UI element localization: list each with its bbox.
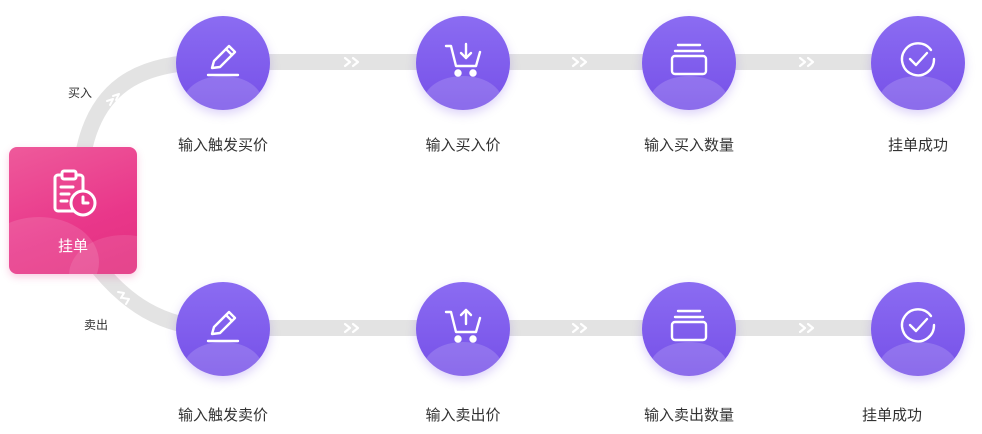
- sell-step-1-node: [176, 282, 270, 376]
- sell-step-1-label: 输入触发卖价: [177, 406, 268, 424]
- chevron-icon: [571, 56, 588, 68]
- stack-icon: [670, 309, 708, 342]
- chevron-icon: [798, 56, 815, 68]
- buy-step-1-label: 输入触发买价: [177, 136, 268, 154]
- sell-step-3-node: [642, 282, 736, 376]
- sell-step-4-node: [871, 282, 965, 376]
- buy-step-3-label: 输入买入数量: [643, 136, 734, 154]
- stack-icon: [670, 43, 708, 76]
- sell-step-4-label: 挂单成功: [861, 406, 922, 424]
- chevron-icon: [798, 322, 815, 334]
- clipboard-clock-icon: [53, 169, 97, 217]
- chevron-icon: [343, 322, 360, 334]
- pencil-icon: [206, 44, 240, 77]
- chevron-icon: [343, 56, 360, 68]
- buy-branch-label: 买入: [68, 86, 93, 100]
- cart-down-icon: [444, 42, 482, 77]
- buy-step-3-node: [642, 16, 736, 110]
- chevron-icon: [571, 322, 588, 334]
- cart-up-icon: [444, 308, 482, 343]
- check-circle-icon: [900, 42, 936, 77]
- chevron-icon: [117, 291, 130, 305]
- origin-label: 挂单: [57, 237, 88, 255]
- buy-step-2-label: 输入买入价: [425, 136, 501, 154]
- sell-step-2-label: 输入卖出价: [425, 406, 501, 424]
- pencil-icon: [206, 310, 240, 343]
- buy-step-4-label: 挂单成功: [887, 136, 948, 154]
- check-circle-icon: [900, 308, 936, 343]
- buy-step-1-node: [176, 16, 270, 110]
- buy-step-4-node: [871, 16, 965, 110]
- origin-pending-order: 挂单: [9, 147, 137, 274]
- sell-step-2-node: [416, 282, 510, 376]
- sell-step-3-label: 输入卖出数量: [643, 406, 734, 424]
- sell-branch-label: 卖出: [84, 318, 109, 332]
- chevron-icon: [106, 93, 120, 106]
- buy-step-2-node: [416, 16, 510, 110]
